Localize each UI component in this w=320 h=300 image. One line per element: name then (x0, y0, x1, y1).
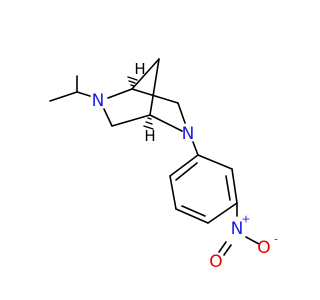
atom-n-isopropyl: N (92, 91, 105, 111)
bond-methyl-left-to-ch (49, 91, 78, 102)
atom-n-aryl: N (182, 124, 195, 144)
bond-ring-2-3 (231, 168, 238, 204)
atom-n-nitro-charge: + (241, 213, 250, 226)
bond-n-nitro-to-o-double-a (218, 241, 227, 253)
bond-ring-double-1 (225, 175, 231, 201)
bond-n-isopropyl-to-ch2-left (103, 108, 113, 127)
bond-bridgehead-lower-to-n-aryl (149, 114, 183, 132)
atom-h-upper: H (134, 60, 145, 78)
atom-h-lower: H (144, 127, 155, 145)
atom-o-nitro-anion: O (257, 238, 270, 258)
background (0, 0, 300, 300)
bond-ring-6-1 (169, 154, 199, 177)
bond-ring-double-2 (181, 205, 206, 217)
bond-ring-5-6 (169, 175, 177, 210)
bond-ch2-left-to-bridgehead-lower (111, 114, 151, 127)
bond-n-nitro-to-o-anion (245, 236, 260, 245)
atom-o-nitro-anion-charge: - (274, 233, 278, 246)
bond-n-nitro-to-o-double-b (223, 244, 232, 256)
atom-n-nitro: N (231, 219, 244, 239)
bond-ring-1-2 (197, 154, 233, 170)
atom-o-nitro-double: O (209, 252, 222, 272)
bonds (49, 58, 260, 256)
stereo-hash-bond-lower (143, 114, 154, 130)
bond-ring-4-5 (175, 208, 209, 224)
stereo-hash-bond-upper (127, 76, 138, 90)
bond-bridge-top-to-bridgehead-lower (149, 58, 160, 116)
bond-ring-double-3 (175, 162, 198, 181)
bond-ring-3-4 (207, 202, 238, 224)
bond-ch2-right-to-n-aryl (177, 102, 186, 124)
bond-n-isopropyl-to-bridgehead-upper (107, 88, 133, 99)
bond-bridgehead-upper-to-ch2-right (131, 88, 179, 104)
chemical-structure-diagram: N N H H N + O - O (0, 0, 300, 300)
bond-n-aryl-to-ring (192, 141, 199, 156)
bond-ch-to-n-isopropyl (76, 91, 91, 97)
bond-bridgehead-upper-to-bridge-top (131, 58, 160, 90)
